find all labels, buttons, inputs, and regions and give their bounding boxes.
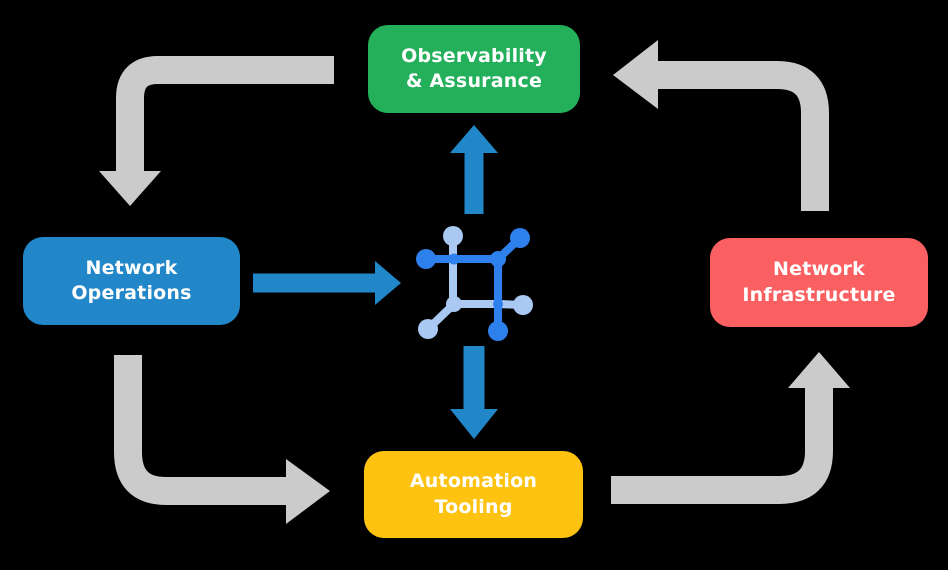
arrow-infrastructure-to-observability xyxy=(613,40,829,211)
arrow-center-to-tooling xyxy=(450,346,498,439)
arrow-operations-to-center xyxy=(253,261,401,305)
arrow-observability-to-operations xyxy=(99,56,334,206)
node-label: Network Infrastructure xyxy=(742,258,896,306)
arrow-tooling-to-infrastructure xyxy=(611,352,850,504)
node-label: Observability & Assurance xyxy=(401,44,547,92)
node-network-infrastructure: Network Infrastructure xyxy=(710,238,928,327)
node-network-operations: Network Operations xyxy=(23,237,240,325)
network-mesh-icon xyxy=(416,226,533,341)
node-automation-tooling: Automation Tooling xyxy=(364,451,583,538)
node-label: Automation Tooling xyxy=(409,470,538,518)
arrow-center-to-observability xyxy=(450,125,498,214)
arrow-operations-to-tooling xyxy=(114,355,330,524)
node-label: Network Operations xyxy=(71,256,192,304)
node-observability-assurance: Observability & Assurance xyxy=(368,25,580,113)
